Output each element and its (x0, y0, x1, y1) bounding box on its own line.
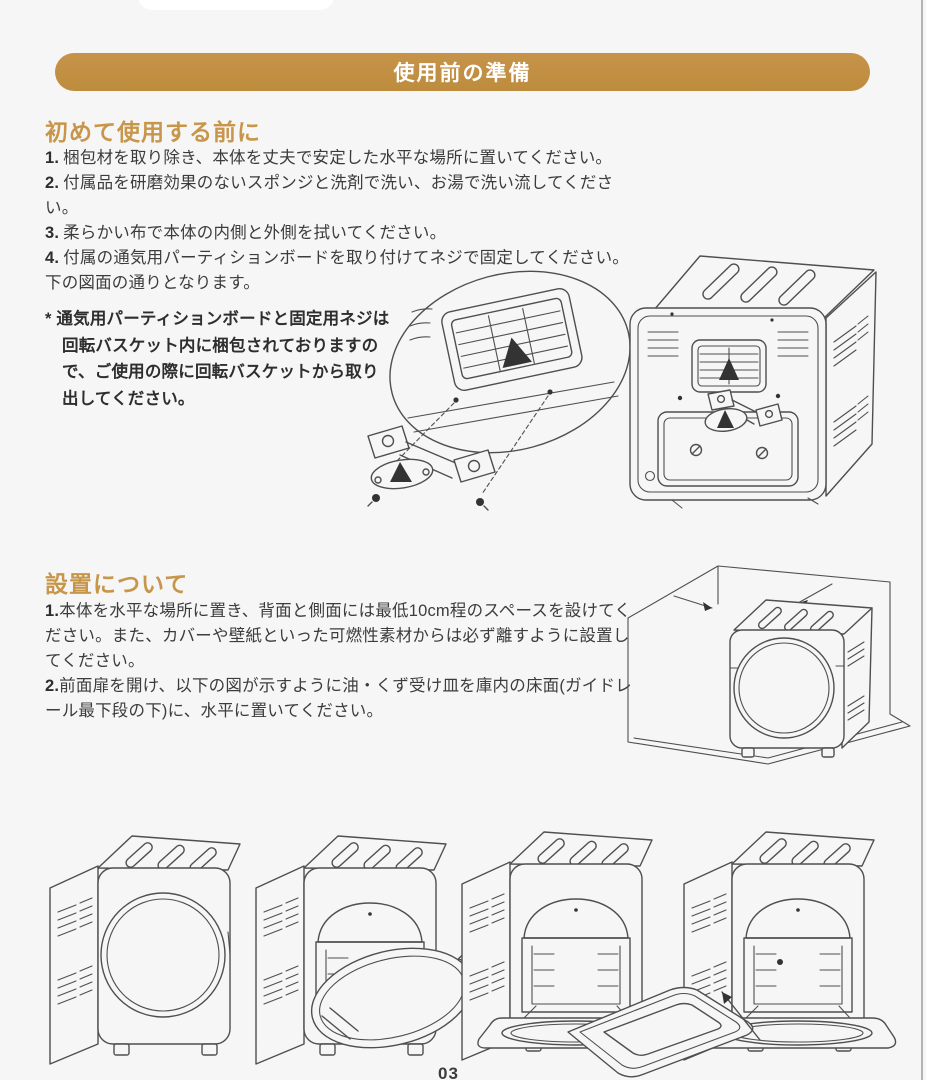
round-door-open (301, 931, 489, 1063)
partition-board-note: * 通気用パーティションボードと固定用ネジは回転バスケット内に梱包されております… (45, 306, 394, 412)
oven-door-opening (255, 835, 489, 1065)
oven-tray-insert (683, 831, 897, 1061)
page-number: 03 (438, 1064, 459, 1080)
warning-triangle-icon (717, 410, 734, 428)
clearance-arrow (674, 596, 712, 611)
step-number: 3. (45, 224, 60, 242)
warning-triangle-icon (390, 462, 412, 482)
step-item: 3.柔らかい布で本体の内側と外側を拭いてください。 (45, 221, 645, 246)
oven-door-closed (49, 835, 241, 1065)
step-item: 1.梱包材を取り除き、本体を丈夫で安定した水平な場所に置いてください。 (45, 146, 645, 171)
step-number: 1. (45, 149, 60, 167)
warning-triangle-icon (719, 358, 739, 380)
drip-tray (568, 988, 753, 1077)
page-scan-edge-line (921, 0, 923, 1080)
note-text: 通気用パーティションボードと固定用ネジは回転バスケット内に梱包されておりますので… (56, 310, 390, 408)
partition-board-installed (704, 390, 782, 434)
step-number: 4. (45, 249, 60, 267)
screw-hole (547, 389, 553, 395)
asterisk-marker: * (45, 310, 52, 328)
step-text: 柔らかい布で本体の内側と外側を拭いてください。 (63, 224, 447, 242)
steps-suffix: 下の図面の通りとなります。 (45, 274, 260, 292)
figure-door-sequence (49, 831, 897, 1080)
figure-unit-rear-view (612, 246, 922, 510)
step-text: 付属品を研磨効果のないスポンジと洗剤で洗い、お湯で洗い流してください。 (45, 174, 614, 217)
section-header-bar: 使用前の準備 (55, 53, 870, 91)
step-text: 付属の通気用パーティションボードを取り付けてネジで固定してください。 (63, 249, 629, 267)
partition-board-part (368, 426, 495, 493)
step-item: 1.本体を水平な場所に置き、背面と側面には最低10cm程のスペースを設けてくださ… (45, 599, 639, 674)
screw (757, 448, 768, 459)
step-item: 2.前面扉を開け、以下の図が示すように油・くず受け皿を庫内の床面(ガイドレール最… (45, 674, 639, 724)
installation-steps: 1.本体を水平な場所に置き、背面と側面には最低10cm程のスペースを設けてくださ… (45, 599, 639, 724)
screw (368, 494, 380, 506)
first-use-steps: 1.梱包材を取り除き、本体を丈夫で安定した水平な場所に置いてください。 2.付属… (45, 146, 645, 296)
step-item: 4.付属の通気用パーティションボードを取り付けてネジで固定してください。 (45, 246, 645, 271)
heading-installation: 設置について (45, 571, 189, 597)
step-text: 前面扉を開け、以下の図が示すように油・くず受け皿を庫内の床面(ガイドレール最下段… (45, 677, 632, 720)
insert-arrow (722, 992, 760, 1040)
step-number: 2. (45, 174, 60, 192)
step-text: 本体を水平な場所に置き、背面と側面には最低10cm程のスペースを設けてください。… (45, 602, 632, 670)
figure-placement-clearance (618, 556, 920, 772)
warning-triangle-icon (502, 337, 532, 369)
previous-section-tab-remnant (138, 0, 334, 10)
step-text: 梱包材を取り除き、本体を丈夫で安定した水平な場所に置いてください。 (63, 149, 613, 167)
screw (476, 498, 488, 510)
step-item: 2.付属品を研磨効果のないスポンジと洗剤で洗い、お湯で洗い流してください。 (45, 171, 645, 221)
screw (691, 445, 702, 456)
step-number: 2. (45, 677, 60, 695)
heading-before-first-use: 初めて使用する前に (45, 119, 261, 145)
figure-partition-board-callout (360, 250, 652, 508)
section-header-title: 使用前の準備 (393, 62, 532, 85)
screw-hole (453, 397, 459, 403)
step-number: 1. (45, 602, 60, 620)
